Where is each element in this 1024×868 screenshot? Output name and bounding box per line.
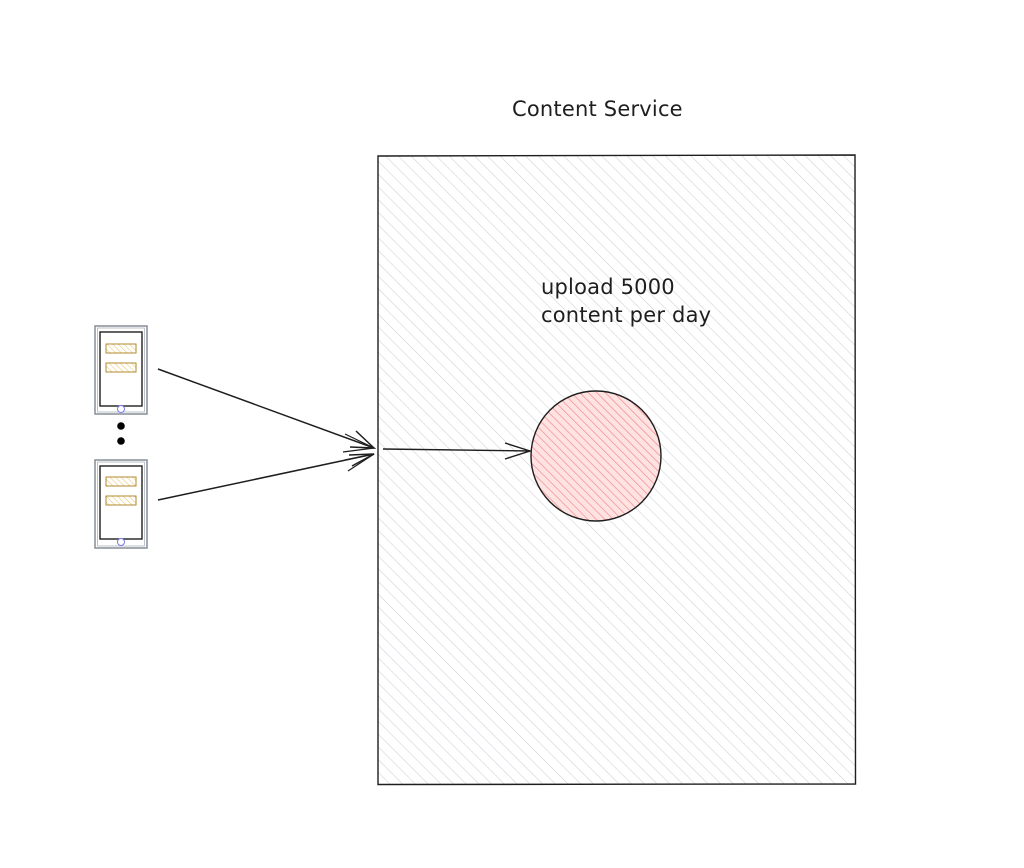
service-title: Content Service [512,97,683,121]
vertical-ellipsis-icon [117,422,125,445]
storage-circle[interactable] [530,390,662,522]
client-arrow-bottom [157,453,375,501]
client-arrow-top [157,368,377,453]
service-note-line-1: upload 5000 [541,275,675,299]
mobile-phone-icon[interactable] [94,459,148,549]
mobile-phone-icon[interactable] [94,325,148,415]
service-note: upload 5000 content per day [541,273,711,329]
service-note-line-2: content per day [541,303,712,327]
internal-arrow [382,442,533,460]
